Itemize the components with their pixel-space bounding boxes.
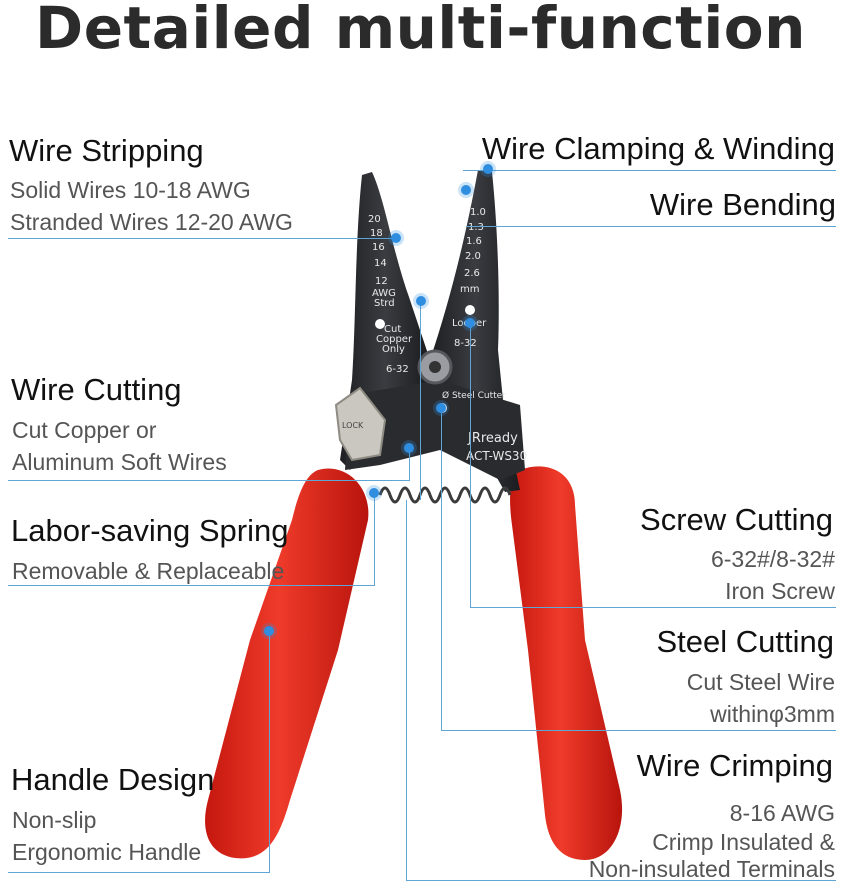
- mark-14: 14: [374, 258, 387, 269]
- dot-steel: [436, 403, 446, 413]
- handle-title: Handle Design: [11, 762, 215, 797]
- mark-steel-cutter: Ø Steel Cutter: [442, 390, 506, 401]
- page-title: Detailed multi-function: [35, 0, 806, 62]
- brand-logo-text: JRready: [467, 431, 518, 446]
- mark-12: 12: [375, 276, 388, 287]
- mark-16: 16: [372, 242, 385, 253]
- leader-wire-stripping: [8, 238, 395, 239]
- mark-copper: Copper: [376, 334, 413, 345]
- clamping-title: Wire Clamping & Winding: [481, 131, 835, 166]
- wire-cutting-line-1: Cut Copper or: [12, 417, 157, 443]
- spring-title: Labor-saving Spring: [11, 513, 289, 548]
- leader-wire-cutting-v: [409, 448, 410, 481]
- screw-cutting-title: Screw Cutting: [640, 502, 833, 537]
- wire-stripping-title: Wire Stripping: [9, 133, 204, 168]
- leader-crimping-v: [406, 500, 407, 881]
- dot-handle: [264, 626, 274, 636]
- dot-clamping: [483, 164, 493, 174]
- dot-screw: [465, 318, 475, 328]
- steel-cutting-title: Steel Cutting: [656, 624, 835, 659]
- mark-mm: mm: [460, 284, 479, 295]
- leader-steel: [442, 730, 836, 731]
- wire-cutting-title: Wire Cutting: [11, 372, 182, 407]
- leader-crimping: [407, 880, 836, 881]
- mark-1-3: 1.3: [468, 222, 484, 233]
- dot-wire-cutting: [404, 443, 414, 453]
- mark-1-0: 1.0: [470, 207, 486, 218]
- leader-spring: [8, 585, 375, 586]
- leader-spring-v: [374, 493, 375, 586]
- dot-bending: [461, 185, 471, 195]
- steel-cutting-line-1: Cut Steel Wire: [686, 669, 835, 695]
- bending-title: Wire Bending: [649, 187, 836, 222]
- leader-handle-v: [269, 632, 270, 873]
- mark-8-32: 8-32: [454, 338, 477, 349]
- wire-cutting-line-2: Aluminum Soft Wires: [12, 449, 227, 475]
- leader-wire-cutting: [8, 480, 410, 481]
- right-handle: [510, 466, 623, 860]
- mark-cut: Cut: [384, 324, 401, 335]
- spring-line-1: Removable & Replaceable: [12, 558, 285, 584]
- lock-label: LOCK: [342, 421, 364, 430]
- mark-20: 20: [368, 214, 381, 225]
- mark-1-6: 1.6: [466, 236, 482, 247]
- mark-awg: AWG: [372, 288, 396, 299]
- handle-line-2: Ergonomic Handle: [12, 839, 202, 865]
- screw-cutting-line-1: 6-32#/8-32#: [710, 546, 835, 572]
- crimping-line-3: Non-insulated Terminals: [588, 856, 835, 882]
- wire-stripping-line-2: Stranded Wires 12-20 AWG: [10, 209, 293, 235]
- mark-6-32: 6-32: [386, 364, 409, 375]
- screw-cutting-line-2: Iron Screw: [725, 578, 835, 604]
- crimping-title: Wire Crimping: [636, 748, 833, 783]
- leader-pivot-v: [420, 300, 421, 500]
- dot-pivot: [416, 296, 426, 306]
- left-handle: [205, 468, 369, 859]
- leader-bending: [466, 226, 836, 227]
- mark-only: Only: [382, 344, 405, 355]
- wire-stripping-line-1: Solid Wires 10-18 AWG: [10, 177, 251, 203]
- crimping-line-2: Crimp Insulated &: [652, 829, 835, 855]
- leader-screw-v: [470, 322, 471, 608]
- dot-spring: [369, 488, 379, 498]
- leader-screw: [471, 607, 836, 608]
- leader-steel-v: [441, 408, 442, 731]
- mark-2-0: 2.0: [465, 251, 481, 262]
- crimping-line-1: 8-16 AWG: [729, 800, 835, 826]
- mark-2-6: 2.6: [464, 268, 480, 279]
- dot-wire-stripping: [391, 233, 401, 243]
- leader-clamping: [463, 170, 836, 171]
- center-body: [345, 380, 525, 480]
- model-number: ACT-WS30: [466, 449, 527, 463]
- lock-slider: [334, 386, 387, 462]
- handle-line-1: Non-slip: [12, 807, 97, 833]
- leader-handle: [8, 872, 270, 873]
- mark-18: 18: [370, 228, 383, 239]
- steel-cutting-line-2: withinφ3mm: [710, 701, 835, 727]
- mark-strd: Strd: [374, 298, 395, 309]
- spring: [378, 486, 512, 504]
